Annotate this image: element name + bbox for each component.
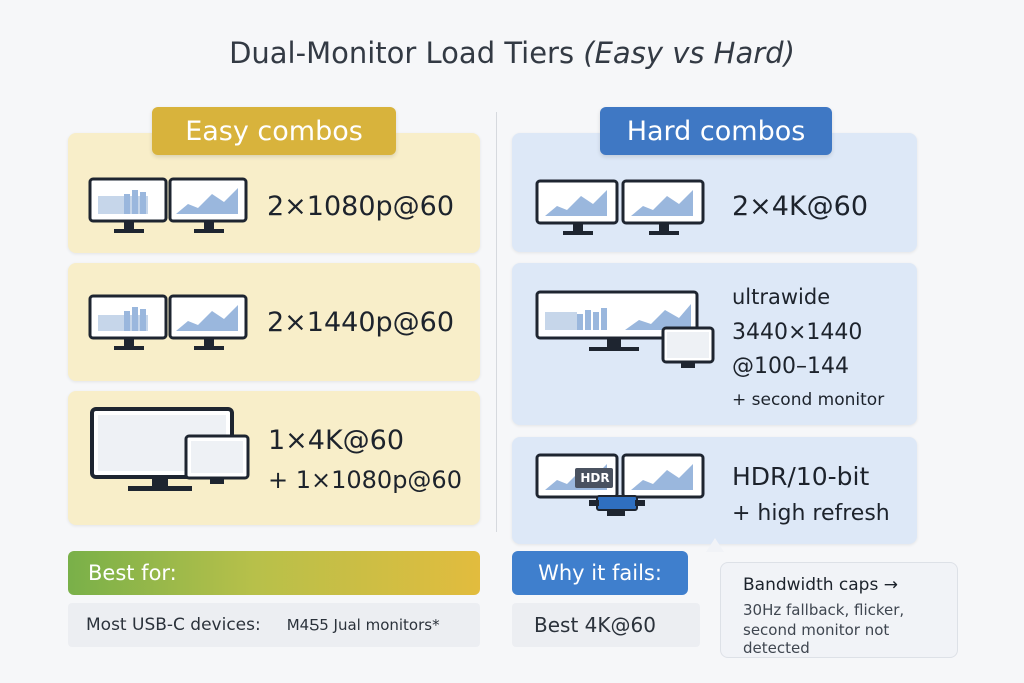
hdr-badge: HDR bbox=[580, 471, 610, 485]
hard-row2-line3: @100–144 bbox=[732, 354, 849, 379]
hard-row1-label: 2×4K@60 bbox=[732, 191, 869, 222]
easy-row3-line1: 1×4K@60 bbox=[268, 425, 405, 456]
dual-monitor-icon bbox=[88, 177, 248, 233]
ultrawide-monitor-icon bbox=[535, 290, 715, 368]
hard-row3-line2: + high refresh bbox=[732, 501, 890, 526]
hard-row2-line1: ultrawide bbox=[732, 285, 831, 309]
note-line1: 30Hz fallback, flicker, bbox=[743, 601, 905, 619]
why-it-fails-header: Why it fails: bbox=[512, 551, 688, 595]
hdr-dual-monitor-icon bbox=[535, 453, 705, 516]
hard-row2-line2: 3440×1440 bbox=[732, 320, 863, 345]
note-pointer bbox=[706, 538, 724, 552]
bandwidth-note: Bandwidth caps → 30Hz fallback, flicker,… bbox=[720, 562, 958, 658]
title-main: Dual-Monitor Load Tiers bbox=[229, 36, 575, 70]
dual-monitor-icon bbox=[535, 179, 705, 235]
best-for-text1: Most USB-C devices: bbox=[86, 615, 261, 635]
title-sub: (Easy vs Hard) bbox=[583, 36, 795, 70]
best-for-header: Best for: bbox=[68, 551, 480, 595]
hard-row2-line4: + second monitor bbox=[732, 390, 885, 410]
column-divider bbox=[496, 112, 497, 532]
note-line2: second monitor not detected bbox=[743, 621, 890, 657]
easy-row2-label: 2×1440p@60 bbox=[267, 307, 455, 338]
best-for-text: Most USB-C devices: M4Ƽ5 Jual monitors* bbox=[68, 603, 480, 647]
best-for-text2: M4Ƽ5 Jual monitors* bbox=[286, 616, 440, 634]
large-and-small-monitor-icon bbox=[90, 407, 250, 491]
easy-row3-line2: + 1×1080p@60 bbox=[268, 466, 462, 494]
easy-row1-label: 2×1080p@60 bbox=[267, 191, 455, 222]
why-it-fails-text: Best 4K@60 bbox=[512, 603, 700, 647]
hard-combos-header: Hard combos bbox=[600, 107, 832, 155]
easy-combos-header: Easy combos bbox=[152, 107, 396, 155]
page-title: Dual-Monitor Load Tiers (Easy vs Hard) bbox=[0, 36, 1024, 70]
note-title: Bandwidth caps → bbox=[743, 575, 898, 595]
dual-monitor-icon bbox=[88, 294, 248, 350]
hard-row3-line1: HDR/10-bit bbox=[732, 462, 870, 491]
